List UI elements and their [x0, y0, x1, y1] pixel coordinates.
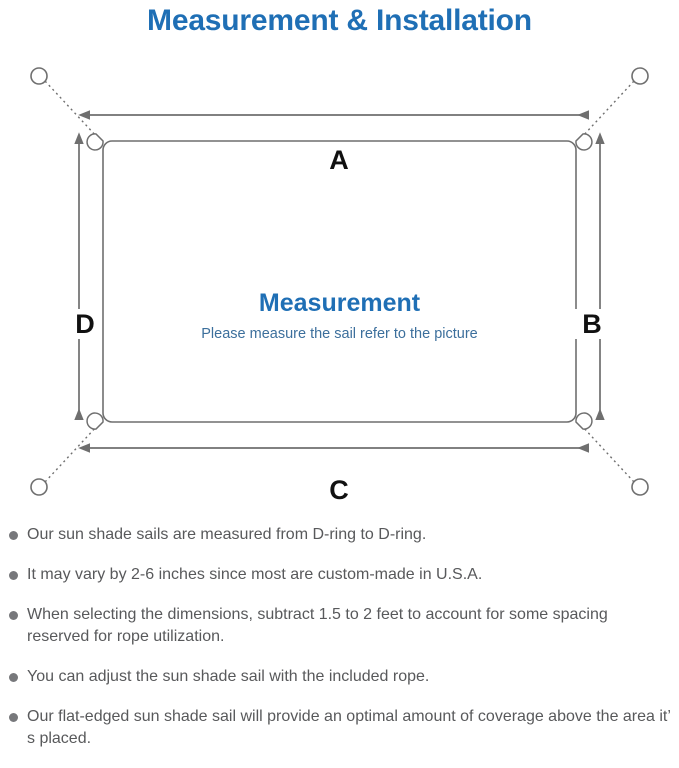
dimension-label-c: C: [320, 475, 358, 505]
sail-shape: [102, 140, 577, 423]
note-text: When selecting the dimensions, subtract …: [27, 606, 608, 645]
anchor-rings: [30, 67, 649, 496]
anchor-ring-bottom-left: [30, 478, 48, 496]
d-ring-top-left: [86, 133, 104, 151]
note-text: Our flat-edged sun shade sail will provi…: [27, 708, 671, 747]
rope-bottom-right: [580, 424, 635, 483]
dimension-label-d: D: [68, 309, 102, 339]
bullet-icon: [9, 673, 18, 682]
anchor-ring-bottom-right: [631, 478, 649, 496]
dimension-label-b: B: [575, 309, 609, 339]
bullet-icon: [9, 571, 18, 580]
list-item: You can adjust the sun shade sail with t…: [0, 666, 679, 688]
bullet-icon: [9, 611, 18, 620]
list-item: Our flat-edged sun shade sail will provi…: [0, 706, 679, 750]
notes-list: Our sun shade sails are measured from D-…: [0, 524, 679, 768]
dimension-arrows: [74, 110, 605, 453]
diagram-svg: [30, 67, 649, 496]
page-title: Measurement & Installation: [147, 4, 532, 37]
anchor-ring-top-right: [631, 67, 649, 85]
d-ring-top-right: [575, 133, 593, 151]
dimension-label-a: A: [320, 145, 358, 175]
note-text: It may vary by 2-6 inches since most are…: [27, 566, 483, 583]
note-text: Our sun shade sails are measured from D-…: [27, 526, 427, 543]
d-ring-bottom-right: [575, 412, 593, 430]
rope-top-right: [580, 80, 635, 139]
anchor-ring-top-left: [30, 67, 48, 85]
note-text: You can adjust the sun shade sail with t…: [27, 668, 430, 685]
bullet-icon: [9, 531, 18, 540]
d-rings: [86, 133, 593, 430]
rope-top-left: [44, 80, 99, 139]
measurement-diagram: Measurement Please measure the sail refe…: [0, 48, 679, 510]
list-item: It may vary by 2-6 inches since most are…: [0, 564, 679, 586]
bullet-icon: [9, 713, 18, 722]
d-ring-bottom-left: [86, 412, 104, 430]
list-item: When selecting the dimensions, subtract …: [0, 604, 679, 648]
list-item: Our sun shade sails are measured from D-…: [0, 524, 679, 546]
rope-bottom-left: [44, 424, 99, 483]
rope-lines: [44, 80, 635, 483]
